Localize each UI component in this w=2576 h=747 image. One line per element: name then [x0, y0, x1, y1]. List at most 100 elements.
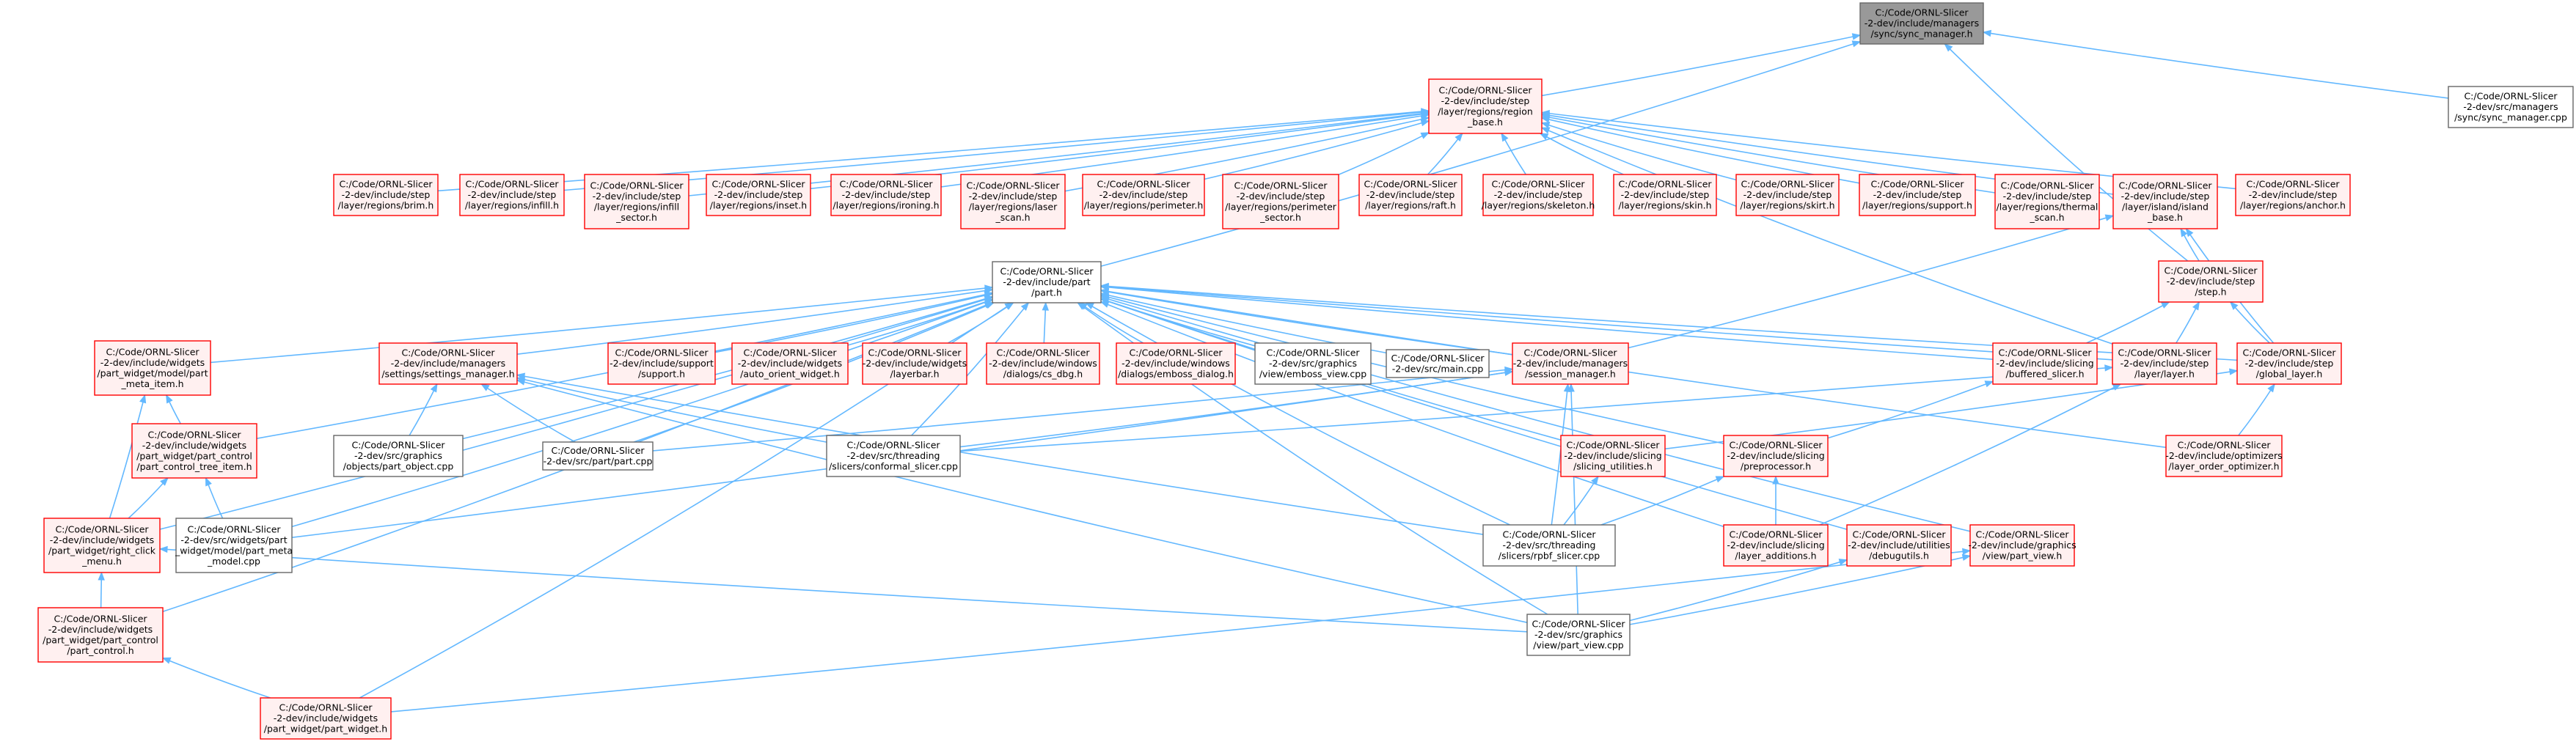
node-support-region-h[interactable]: C:/Code/ORNL-Slicer-2-dev/include/step/l… — [1859, 174, 1976, 216]
node-skeleton-h[interactable]: C:/Code/ORNL-Slicer-2-dev/include/step/l… — [1482, 174, 1595, 216]
node-thermal-scan-h[interactable]: C:/Code/ORNL-Slicer-2-dev/include/step/l… — [1994, 174, 2100, 229]
node-label-line: C:/Code/ORNL-Slicer — [2464, 91, 2558, 102]
edge-part_cpp-to-settings_manager_h — [480, 383, 576, 443]
edge-support_region_h-to-region_base_h — [1541, 117, 1860, 184]
node-label-line: -2-dev/include/step — [1743, 189, 1832, 200]
node-label-line: /part.h — [1031, 287, 1062, 298]
node-label-line: C:/Code/ORNL-Slicer — [1741, 179, 1834, 190]
edge-part_meta_item_h-to-part_h — [210, 287, 993, 364]
arrowhead — [2180, 227, 2188, 238]
node-label-line: /view/emboss_view.cpp — [1259, 369, 1366, 380]
node-part-cpp[interactable]: C:/Code/ORNL-Slicer-2-dev/src/part/part.… — [542, 441, 654, 471]
node-part-h[interactable]: C:/Code/ORNL-Slicer-2-dev/include/part/p… — [992, 261, 1102, 303]
node-support-h[interactable]: C:/Code/ORNL-Slicer-2-dev/include/suppor… — [607, 342, 716, 385]
node-label-line: /layer/regions/laser — [969, 201, 1058, 212]
arrowhead — [1982, 29, 1992, 37]
node-laser-scan-h[interactable]: C:/Code/ORNL-Slicer-2-dev/include/step/l… — [960, 174, 1066, 229]
node-label-line: /buffered_slicer.h — [2005, 369, 2084, 380]
arrowhead — [1099, 287, 1110, 295]
node-box — [1358, 174, 1463, 216]
node-debugutils-h[interactable]: C:/Code/ORNL-Slicer-2-dev/include/utilit… — [1846, 524, 1952, 567]
node-region-base-h[interactable]: C:/Code/ORNL-Slicer-2-dev/include/step/l… — [1428, 78, 1543, 134]
node-inset-h[interactable]: C:/Code/ORNL-Slicer-2-dev/include/step/l… — [706, 174, 811, 216]
arrowhead — [1504, 369, 1514, 376]
node-part-view-h[interactable]: C:/Code/ORNL-Slicer-2-dev/include/graphi… — [1968, 524, 2076, 567]
node-label-line: C:/Code/ORNL-Slicer — [1266, 347, 1360, 358]
node-label-line: C:/Code/ORNL-Slicer — [106, 346, 200, 357]
edge-rpbf_slicer_cpp-to-session_manager_h — [1551, 383, 1569, 526]
node-skin-h[interactable]: C:/Code/ORNL-Slicer-2-dev/include/step/l… — [1613, 174, 1717, 216]
graph-nodes: C:/Code/ORNL-Slicer-2-dev/include/manage… — [37, 2, 2574, 740]
node-ironing-h[interactable]: C:/Code/ORNL-Slicer-2-dev/include/step/l… — [830, 174, 942, 216]
node-layerbar-h[interactable]: C:/Code/ORNL-Slicer-2-dev/include/widget… — [862, 342, 967, 385]
node-label-line: /layer/regions/ironing.h — [833, 200, 939, 211]
node-perimeter-sector-h[interactable]: C:/Code/ORNL-Slicer-2-dev/include/step/l… — [1222, 174, 1339, 229]
node-part-meta-item-h[interactable]: C:/Code/ORNL-Slicer-2-dev/include/widget… — [94, 340, 211, 396]
node-label-line: -2-dev/include/step — [1494, 189, 1583, 200]
node-box — [584, 174, 689, 229]
edge-debugutils_h-to-part_h — [1100, 298, 1848, 530]
node-global-layer-h[interactable]: C:/Code/ORNL-Slicer-2-dev/include/step/g… — [2236, 342, 2342, 385]
node-session-manager-h[interactable]: C:/Code/ORNL-Slicer-2-dev/include/manage… — [1512, 342, 1629, 385]
node-label-line: /slicing_utilities.h — [1573, 461, 1653, 472]
node-label-line: -2-dev/include/utilities — [1848, 540, 1950, 551]
node-emboss-view-cpp[interactable]: C:/Code/ORNL-Slicer-2-dev/src/graphics/v… — [1254, 342, 1372, 385]
node-part-widget-h[interactable]: C:/Code/ORNL-Slicer-2-dev/include/widget… — [260, 697, 392, 740]
node-layer-additions-h[interactable]: C:/Code/ORNL-Slicer-2-dev/include/slicin… — [1723, 524, 1829, 567]
node-rpbf-slicer-cpp[interactable]: C:/Code/ORNL-Slicer-2-dev/src/threading/… — [1482, 524, 1616, 567]
node-part-meta-model-cpp[interactable]: C:/Code/ORNL-Slicer-2-dev/src/widgets/pa… — [175, 518, 293, 573]
node-label-line: /layer/regions/support.h — [1862, 200, 1972, 211]
node-cs-dbg-h[interactable]: C:/Code/ORNL-Slicer-2-dev/include/window… — [986, 342, 1100, 385]
node-part-view-cpp[interactable]: C:/Code/ORNL-Slicer-2-dev/src/graphics/v… — [1526, 614, 1631, 656]
arrowhead — [158, 545, 168, 553]
node-auto-orient-widget-h[interactable]: C:/Code/ORNL-Slicer-2-dev/include/widget… — [731, 342, 849, 385]
node-label-line: -2-dev/include/step — [1099, 189, 1188, 200]
node-part-control-h[interactable]: C:/Code/ORNL-Slicer-2-dev/include/widget… — [37, 607, 164, 663]
node-skirt-h[interactable]: C:/Code/ORNL-Slicer-2-dev/include/step/l… — [1735, 174, 1840, 216]
node-preprocessor-h[interactable]: C:/Code/ORNL-Slicer-2-dev/include/slicin… — [1723, 435, 1829, 477]
node-layer-order-optimizer-h[interactable]: C:/Code/ORNL-Slicer-2-dev/include/optimi… — [2165, 435, 2283, 477]
node-sync-manager-cpp[interactable]: C:/Code/ORNL-Slicer-2-dev/src/managers/s… — [2448, 86, 2574, 128]
node-label-line: -2-dev/include/graphics — [1968, 540, 2076, 551]
node-part-control-tree-item-h[interactable]: C:/Code/ORNL-Slicer-2-dev/include/widget… — [131, 423, 257, 479]
node-part-object-cpp[interactable]: C:/Code/ORNL-Slicer-2-dev/src/graphics/o… — [333, 435, 464, 477]
node-sync-manager-h[interactable]: C:/Code/ORNL-Slicer-2-dev/include/manage… — [1859, 2, 1984, 45]
node-label-line: /layer/regions/perimeter.h — [1084, 200, 1204, 211]
node-infill-sector-h[interactable]: C:/Code/ORNL-Slicer-2-dev/include/step/l… — [584, 174, 689, 229]
node-right-click-menu-h[interactable]: C:/Code/ORNL-Slicer-2-dev/include/widget… — [43, 518, 161, 573]
node-slicing-utilities-h[interactable]: C:/Code/ORNL-Slicer-2-dev/include/slicin… — [1560, 435, 1666, 477]
node-box — [1386, 349, 1490, 378]
edge-part_meta_model_cpp-to-part_h — [291, 299, 993, 528]
node-box — [37, 607, 164, 663]
node-layer-h[interactable]: C:/Code/ORNL-Slicer-2-dev/include/step/l… — [2112, 342, 2217, 385]
node-label-line: /session_manager.h — [1525, 369, 1616, 380]
edge-part_view_cpp-to-settings_manager_h — [516, 379, 1528, 623]
node-label-line: -2-dev/include/step — [2167, 276, 2255, 287]
node-step-h[interactable]: C:/Code/ORNL-Slicer-2-dev/include/step/s… — [2158, 260, 2264, 303]
node-brim-h[interactable]: C:/Code/ORNL-Slicer-2-dev/include/step/l… — [333, 174, 439, 216]
node-label-line: /slicers/conformal_slicer.cpp — [829, 461, 958, 472]
node-label-line: /layer/regions/skeleton.h — [1482, 200, 1595, 211]
node-label-line: C:/Code/ORNL-Slicer — [1391, 353, 1485, 364]
node-box — [1482, 524, 1616, 567]
node-island-base-h[interactable]: C:/Code/ORNL-Slicer-2-dev/include/step/l… — [2112, 174, 2218, 229]
node-infill-h[interactable]: C:/Code/ORNL-Slicer-2-dev/include/step/l… — [459, 174, 565, 216]
node-label-line: /layer/regions/thermal — [1997, 201, 2099, 212]
node-settings-manager-h[interactable]: C:/Code/ORNL-Slicer-2-dev/include/manage… — [378, 342, 518, 385]
node-anchor-h[interactable]: C:/Code/ORNL-Slicer-2-dev/include/step/l… — [2235, 174, 2351, 216]
node-box — [830, 174, 942, 216]
arrowhead — [139, 394, 147, 404]
edge-rpbf_slicer_cpp-to-part_h — [1086, 302, 1510, 526]
arrowhead — [2161, 301, 2170, 309]
node-perimeter-h[interactable]: C:/Code/ORNL-Slicer-2-dev/include/step/l… — [1082, 174, 1205, 216]
node-raft-h[interactable]: C:/Code/ORNL-Slicer-2-dev/include/step/l… — [1358, 174, 1463, 216]
node-box — [2448, 86, 2574, 128]
node-conformal-slicer-cpp[interactable]: C:/Code/ORNL-Slicer-2-dev/src/threading/… — [826, 435, 961, 477]
node-label-line: /global_layer.h — [2256, 369, 2323, 380]
node-label-line: /layer/regions/region — [1438, 106, 1533, 117]
node-label-line: -2-dev/include/step — [1366, 189, 1455, 200]
node-emboss-dialog-h[interactable]: C:/Code/ORNL-Slicer-2-dev/include/window… — [1116, 342, 1236, 385]
node-buffered-slicer-h[interactable]: C:/Code/ORNL-Slicer-2-dev/include/slicin… — [1992, 342, 2098, 385]
node-label-line: /layer/regions/inset.h — [710, 200, 807, 211]
node-main-cpp[interactable]: C:/Code/ORNL-Slicer-2-dev/src/main.cpp — [1386, 349, 1490, 378]
